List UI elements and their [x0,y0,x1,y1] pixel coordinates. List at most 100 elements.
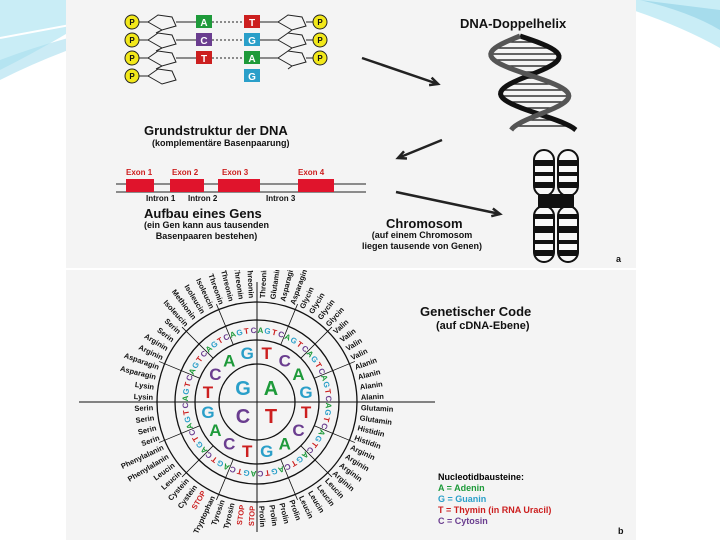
wheel-spoke [158,425,200,443]
outer-base-G: G [183,415,193,423]
outer-base-G: G [215,458,225,469]
amino-acid-label: Serin [135,413,155,425]
wheel-spoke [300,326,333,359]
sugar-right [277,50,307,67]
base-right [244,51,260,64]
wheel-spoke [280,459,298,501]
phosphate-right-label: P [317,54,323,63]
centromere [538,194,574,208]
outer-base-T: T [210,454,219,464]
outer-base-A: A [316,428,327,437]
genetic-code-subtitle: (auf cDNA-Ebene) [436,320,530,332]
outer-base-C: C [222,332,231,343]
outer-base-A: A [187,367,198,376]
chromosome-band [559,172,577,176]
outer-base-G: G [294,454,304,465]
phosphate-left-label: P [129,18,135,27]
phosphate-left-label: P [129,72,135,81]
outer-base-T: T [191,434,201,443]
middle-base-G: G [241,344,254,363]
chromosome-band [535,160,553,166]
dna-title: Grundstruktur der DNA [144,123,288,138]
exon-4-label: Exon 4 [298,168,325,177]
outer-base-G: G [270,466,278,476]
outer-base-A: A [222,461,231,472]
legend-adenin: A = Adenin [438,483,485,493]
outer-base-A: A [199,445,210,455]
sugar-left [147,50,177,67]
wheel-spoke [181,326,214,359]
arrow-to-helix [361,56,439,86]
outer-base-T: T [289,458,298,468]
outer-base-T: T [264,468,270,478]
outer-base-G: G [309,354,320,364]
backbone-left [155,47,163,52]
phosphate-left-label: P [129,36,135,45]
wheel-spoke [314,425,356,443]
outer-base-T: T [216,336,225,346]
intron-3-label: Intron 3 [266,194,296,203]
genetic-code-title: Genetischer Code [420,304,532,319]
base-right-letter: G [248,36,256,47]
chromosome-band [559,214,577,219]
outer-base-T: T [183,381,193,388]
intron-2-label: Intron 2 [188,194,218,203]
legend-title: Nucleotidbausteine: [438,472,525,482]
outer-base-A: A [229,329,238,339]
chromosome-band [535,172,553,176]
outer-base-C: C [187,428,198,437]
chromosome-band [559,240,577,244]
outer-base-T: T [271,328,278,338]
outer-base-T: T [313,361,323,370]
amino-acid-label: Alanin [359,379,383,391]
middle-base-G: G [201,403,214,422]
outer-base-G: G [209,339,219,350]
outer-base-A: A [204,344,214,355]
chromosome-band [535,226,553,233]
base-left-letter: C [200,36,207,47]
inner-base-T: T [265,406,277,428]
outer-base-G: G [289,335,299,346]
middle-base-A: A [223,351,235,370]
intron-1-label: Intron 1 [146,194,176,203]
outer-base-T: T [321,416,331,423]
base-left-letter: A [200,18,207,29]
chromosome-band [559,250,577,256]
gene-title: Aufbau eines Gens [144,206,262,221]
phosphate-left-label: P [129,54,135,63]
backbone-right [287,47,293,52]
legend-guanin: G = Guanin [438,494,487,504]
chromosome-band [559,182,577,188]
outer-base-C: C [300,344,310,355]
base-left-letter: T [201,54,207,65]
amino-acid-label: Alanin [361,392,385,402]
nucleotide-legend: Nucleotidbausteine: A = Adenin G = Guani… [438,472,551,527]
gene-subtitle: (ein Gen kann aus tausenden Basenpaaren … [144,220,270,241]
chromosome-band [535,250,553,256]
amino-acid-label: Glutamin [361,403,394,414]
arrow-to-chromosome [395,190,501,216]
outer-base-T: T [309,440,319,449]
outer-base-T: T [194,355,204,364]
sugar-right [277,14,307,31]
outer-base-A: A [250,469,256,478]
base-right-letter: G [248,72,256,83]
outer-base-T: T [243,326,249,336]
middle-base-C: C [223,435,235,454]
outer-base-G: G [181,388,191,395]
phosphate-right-label: P [317,18,323,27]
outer-base-C: C [204,450,214,461]
middle-base-G: G [299,383,312,402]
middle-base-G: G [260,442,273,461]
sugar-left [147,14,177,31]
middle-base-T: T [301,403,312,422]
base-right [244,69,260,82]
chromosome-band [535,240,553,244]
wheel-spoke [216,459,234,501]
sugar-right [277,32,307,49]
outer-base-G: G [190,360,201,370]
outer-base-C: C [324,395,333,401]
middle-base-T: T [203,383,214,402]
